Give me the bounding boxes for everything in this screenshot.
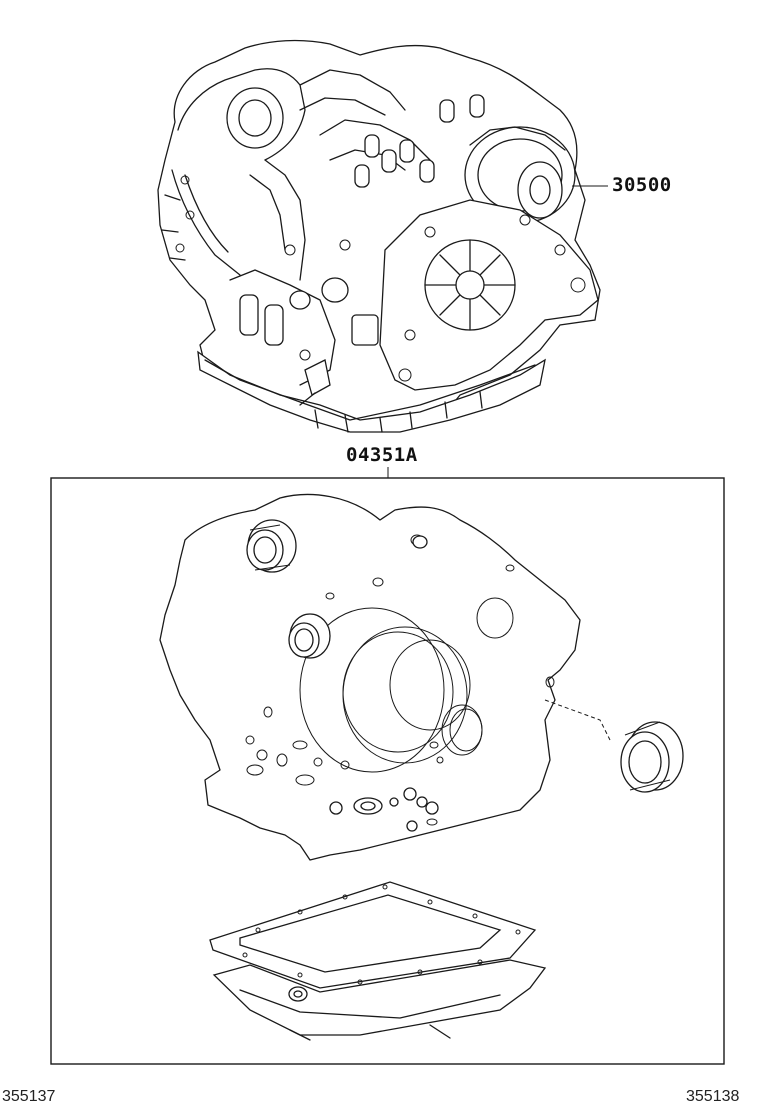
footer-code-right: 355138 [686, 1088, 740, 1105]
gasket-kit-contents [159, 493, 684, 1041]
oil-seal-right [544, 699, 684, 793]
gasket-kit-frame [50, 477, 725, 1065]
transmission-assembly [157, 39, 601, 433]
part-number-30500: 30500 [612, 174, 672, 196]
oil-pan-gasket [209, 881, 537, 989]
o-ring-large [299, 607, 445, 773]
oil-pan-lower [212, 959, 547, 1041]
case-gasket [159, 493, 581, 861]
oil-seal-upper-left [246, 519, 297, 573]
oil-seal-middle [288, 613, 331, 659]
footer-code-left: 355137 [2, 1088, 56, 1105]
part-number-04351a: 04351A [346, 444, 418, 466]
